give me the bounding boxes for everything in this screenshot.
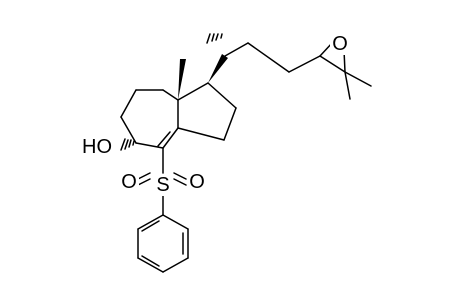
sulfonyl-oxygen-right-label: O bbox=[189, 171, 205, 193]
epoxide-ring bbox=[319, 41, 372, 100]
sulfonyl-oxygen-left-label: O bbox=[121, 171, 137, 193]
methyl-hash-bond bbox=[206, 33, 223, 44]
phenyl-ring bbox=[137, 214, 189, 273]
hydroxyl-label: HO bbox=[82, 136, 112, 158]
five-membered-ring bbox=[177, 82, 237, 141]
sulfur-label: S bbox=[156, 174, 169, 196]
six-membered-ring bbox=[120, 89, 179, 149]
epoxide-oxygen-label: O bbox=[332, 33, 348, 55]
sulfonyl-group bbox=[137, 147, 187, 216]
hydroxyl-hash-bond bbox=[120, 138, 135, 151]
side-chain bbox=[224, 42, 321, 73]
angular-methyl-wedge bbox=[178, 59, 186, 100]
side-chain-wedge bbox=[208, 54, 228, 83]
